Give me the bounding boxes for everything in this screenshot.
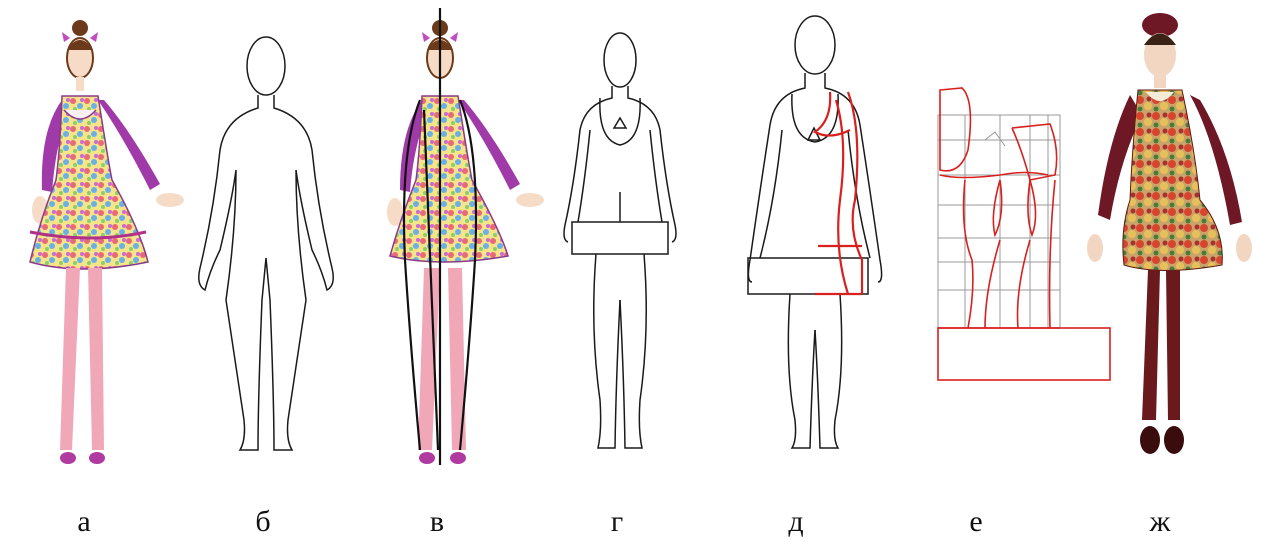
caption-e: е [956, 505, 996, 539]
panel-v-sketch-with-axes [387, 8, 544, 465]
caption-a: а [64, 505, 104, 539]
panel-g-dress-blocks [564, 33, 676, 448]
caption-v: в [417, 505, 457, 539]
caption-g: г [597, 505, 637, 539]
caption-d: д [776, 505, 816, 539]
caption-zh: ж [1140, 505, 1180, 539]
panel-zh-model-photo [1087, 13, 1252, 454]
caption-b: б [243, 505, 283, 539]
panel-b-body-outline [199, 37, 333, 450]
panel-e-pattern-draft [938, 88, 1110, 380]
panel-d-pattern-overlay [748, 16, 882, 448]
